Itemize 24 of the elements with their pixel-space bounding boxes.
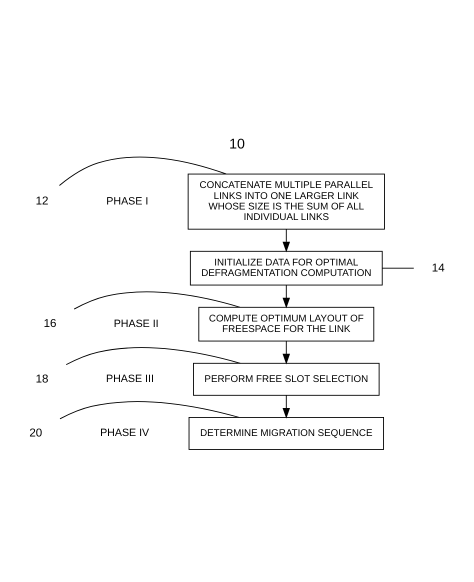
node-text: 20 [29,426,42,439]
node-box: COMPUTE OPTIMUM LAYOUT OF FREESPACE FOR THE LINK [198,306,374,342]
label: PHASE IV [100,426,150,439]
node-box: PERFORM FREE SLOT SELECTION [193,362,380,396]
label: PHASE I [106,194,148,207]
connector [60,400,240,419]
label: PHASE III [106,372,154,385]
connector [382,267,414,268]
arrow [282,284,290,308]
node-box: INITIALIZE DATA FOR OPTIMAL DEFRAGMENTATION COMPUTATION [190,250,383,286]
connector [74,290,240,309]
label: PHASE II [114,317,159,330]
node-text: 12 [36,195,48,208]
node-text: 16 [44,318,56,330]
arrow [282,394,290,418]
diagram-title: 10 [229,136,245,152]
node-text: 18 [36,372,48,385]
node-box: DETERMINE MIGRATION SEQUENCE [188,416,384,450]
arrow [282,340,290,364]
connector [58,156,227,186]
arrow [282,228,290,252]
node-text: 14 [432,262,445,274]
node-box: CONCATENATE MULTIPLE PARALLEL LINKS INTO ONE LARGER LINK WHOSE SIZE IS THE SUM OF ALL INDIVIDUAL LINKS [188,173,385,230]
connector [66,346,241,365]
